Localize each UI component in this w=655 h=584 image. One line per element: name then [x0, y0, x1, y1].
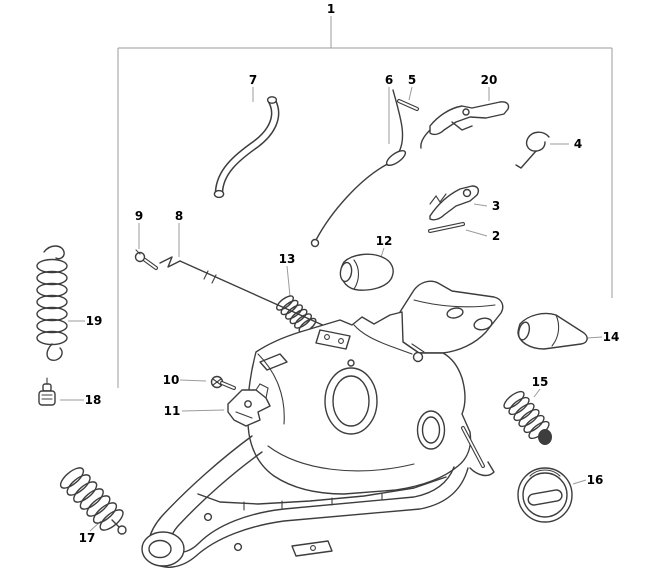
callout-16: 16: [586, 473, 604, 487]
part-11-bracket: [227, 383, 271, 427]
callout-13: 13: [278, 252, 296, 266]
part-cap-retainer-pin: [461, 426, 495, 477]
part-10-screw: [210, 375, 236, 390]
part-19-coil-spring: [36, 245, 68, 361]
callout-20: 20: [480, 73, 498, 87]
callout-6: 6: [384, 73, 394, 87]
part-2-pin: [428, 222, 465, 233]
part-9-fitting: [134, 249, 158, 270]
part-main-body: [246, 311, 472, 495]
callout-10: 10: [162, 373, 180, 387]
part-4-torsion-spring: [515, 131, 550, 169]
part-rear-handle: [141, 435, 469, 568]
part-6-throttle-cable: [310, 89, 407, 248]
part-12-boot: [339, 253, 394, 291]
callout-1: 1: [326, 2, 336, 16]
part-16-fuel-cap: [517, 467, 573, 523]
callout-15: 15: [531, 375, 549, 389]
part-body-top-bracket: [399, 280, 504, 354]
part-18-fuel-filter: [38, 377, 56, 406]
callout-12: 12: [375, 234, 393, 248]
part-15-spring: [503, 390, 552, 445]
callout-9: 9: [134, 209, 144, 223]
part-20-throttle-lockout: [420, 101, 510, 149]
callout-11: 11: [163, 404, 181, 418]
callout-19: 19: [85, 314, 103, 328]
callout-7: 7: [248, 73, 258, 87]
leader-lines: [60, 16, 613, 532]
callout-8: 8: [174, 209, 184, 223]
part-3-throttle-trigger: [429, 185, 480, 221]
callout-18: 18: [84, 393, 102, 407]
callout-17: 17: [78, 531, 96, 545]
callout-14: 14: [602, 330, 620, 344]
part-17-spring: [59, 467, 127, 535]
part-14-grip-boot: [517, 312, 588, 350]
callout-5: 5: [407, 73, 417, 87]
part-5-pin: [397, 99, 419, 111]
callout-3: 3: [491, 199, 501, 213]
callout-2: 2: [491, 229, 501, 243]
callout-4: 4: [573, 137, 583, 151]
part-7-fuel-hose: [213, 96, 280, 199]
